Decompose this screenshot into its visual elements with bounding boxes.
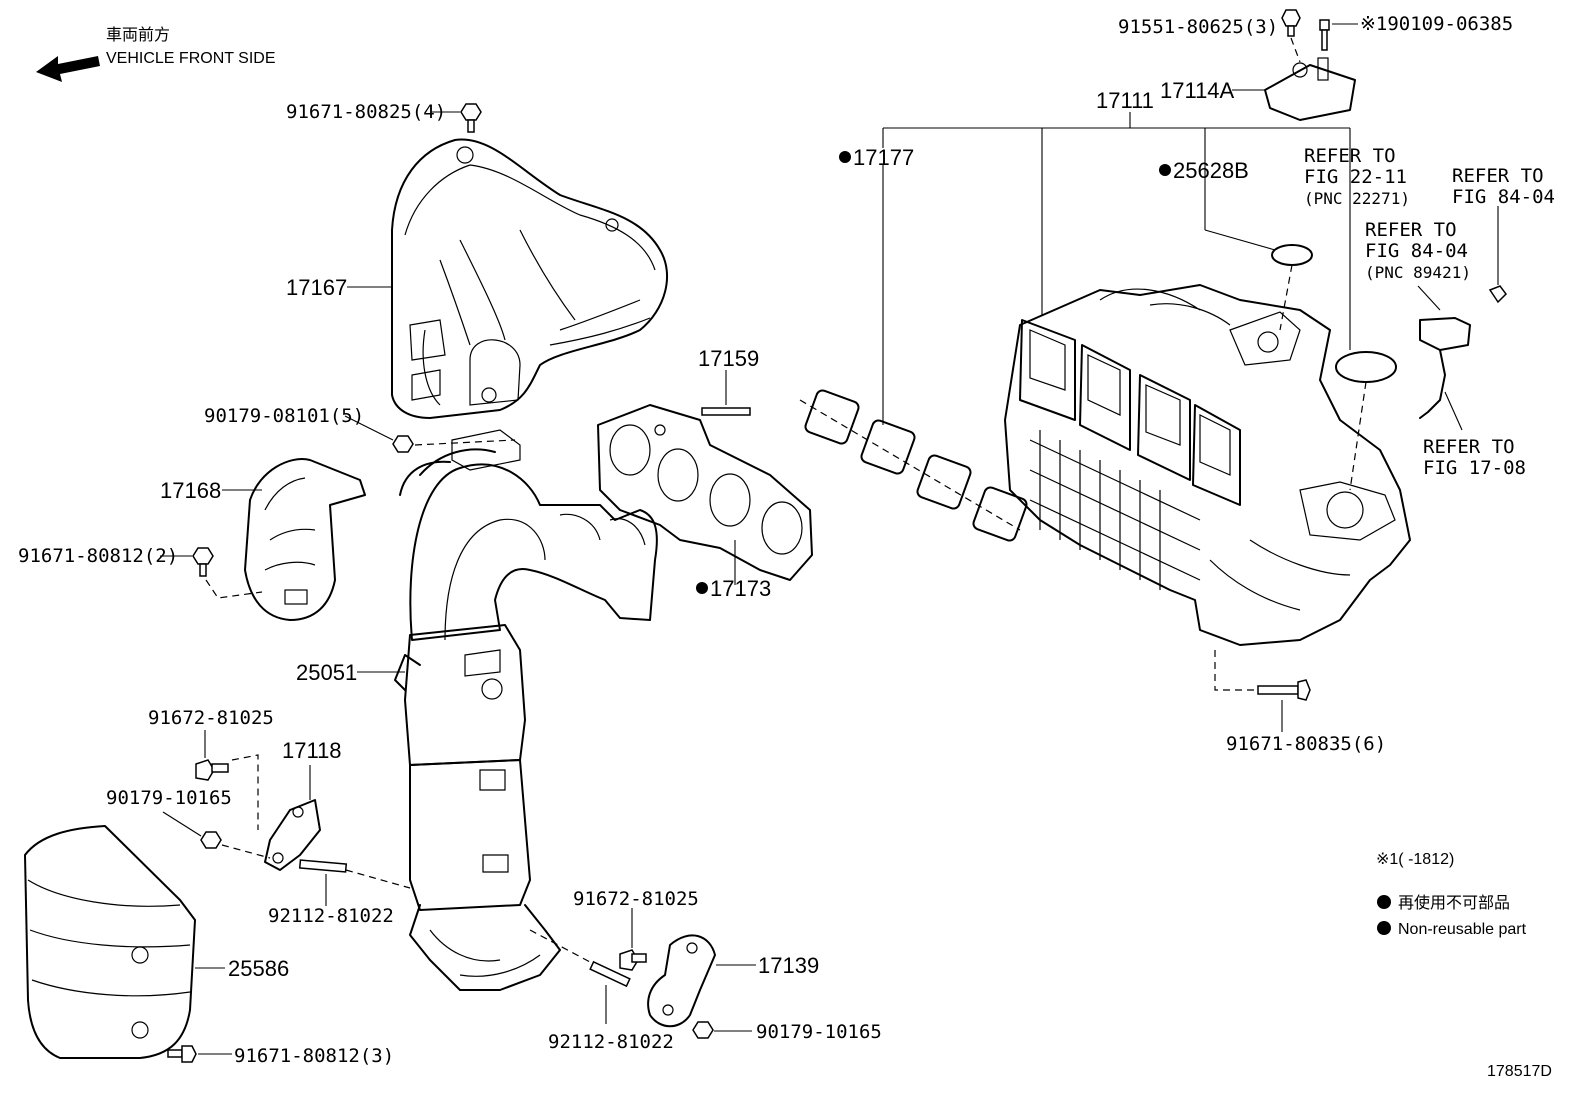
- bolt-91671-80812-upper: [192, 547, 214, 577]
- legend-dot-icon: [1377, 895, 1391, 909]
- callout-17139: 17139: [758, 953, 819, 978]
- stud-92112-81022-left: [298, 859, 348, 873]
- bolt-91671-80835: [1257, 679, 1311, 701]
- bracket-17139: [647, 934, 716, 1028]
- callout-25628b: 25628B: [1173, 158, 1249, 183]
- vacuum-sensor: [1419, 285, 1507, 419]
- legend-note: ※1( -1812): [1376, 851, 1454, 868]
- svg-text:(PNC 22271): (PNC 22271): [1304, 189, 1410, 208]
- exhaust-manifold-gasket: [597, 404, 813, 581]
- svg-text:REFER TO: REFER TO: [1452, 165, 1544, 187]
- callout-92112-81022-right: 92112-81022: [548, 1031, 674, 1053]
- callout-25051: 25051: [296, 660, 357, 685]
- callout-91671-80825: 91671-80825(4): [286, 101, 446, 123]
- legend: ※1( -1812) 再使用不可部品 Non-reusable part: [1376, 851, 1527, 938]
- svg-text:FIG 84-04: FIG 84-04: [1365, 240, 1468, 262]
- nut-90179-10165-right: [692, 1021, 714, 1039]
- callout-91671-80835: 91671-80835(6): [1226, 733, 1386, 755]
- callout-17111: 17111: [1096, 88, 1154, 113]
- callout-90179-08101: 90179-08101(5): [204, 405, 364, 427]
- cover-17114a: [1264, 57, 1356, 121]
- legend-nonreusable-en: Non-reusable part: [1398, 921, 1527, 938]
- svg-text:REFER TO: REFER TO: [1365, 219, 1457, 241]
- bolt-91551-80625: [1281, 9, 1301, 37]
- callout-91671-80812-2: 91671-80812(2): [18, 545, 178, 567]
- heat-insulator-25586: [24, 825, 196, 1059]
- svg-text:REFER TO: REFER TO: [1304, 145, 1396, 167]
- intake-manifold: [1004, 284, 1411, 646]
- callout-17118: 17118: [282, 738, 342, 763]
- refer-fig-84-04-b: REFER TO FIG 84-04 (PNC 89421): [1365, 219, 1471, 282]
- heat-insulator-lower: [244, 458, 366, 621]
- callout-17167: 17167: [286, 275, 347, 300]
- callout-17177: 17177: [853, 145, 914, 170]
- callout-25586: 25586: [228, 956, 289, 981]
- callout-91672-81025-right: 91672-81025: [573, 888, 699, 910]
- intake-manifold-gaskets: [799, 389, 1028, 542]
- stud-92112-81022-right: [589, 960, 631, 988]
- refer-fig-84-04-a: REFER TO FIG 84-04: [1452, 165, 1555, 208]
- svg-text:REFER TO: REFER TO: [1423, 436, 1515, 458]
- callout-90179-10165-right: 90179-10165: [756, 1021, 882, 1043]
- bolt-91671-80825: [460, 103, 482, 133]
- refer-fig-17-08: REFER TO FIG 17-08: [1423, 436, 1526, 479]
- callout-91671-80812-3: 91671-80812(3): [234, 1045, 394, 1067]
- callout-17168: 17168: [160, 478, 221, 503]
- callout-17159: 17159: [698, 346, 759, 371]
- callout-90179-10165-left: 90179-10165: [106, 787, 232, 809]
- nonreusable-dot: [696, 582, 708, 594]
- bolt-91671-80812-lower: [167, 1045, 197, 1063]
- svg-text:FIG 22-11: FIG 22-11: [1304, 166, 1407, 188]
- figure-id: 178517D: [1487, 1063, 1552, 1080]
- callout-91672-81025-left: 91672-81025: [148, 707, 274, 729]
- bolt-91672-81025-right: [619, 949, 647, 971]
- nut-90179-10165-left: [200, 831, 222, 849]
- heat-insulator-upper: [391, 138, 669, 419]
- svg-text:FIG 17-08: FIG 17-08: [1423, 457, 1526, 479]
- callout-17173: 17173: [710, 576, 771, 601]
- direction-label-en: VEHICLE FRONT SIDE: [106, 50, 276, 67]
- exhaust-manifold-converter: [394, 429, 658, 991]
- direction-label-jp: 車両前方: [106, 26, 170, 44]
- o-ring-25628b: [1271, 244, 1313, 266]
- bolt-90109-06385: [1319, 19, 1330, 51]
- callout-17114a: 17114A: [1160, 78, 1235, 103]
- callout-92112-81022-left: 92112-81022: [268, 905, 394, 927]
- stud-17159: [701, 407, 751, 416]
- refer-fig-22-11: REFER TO FIG 22-11 (PNC 22271): [1304, 145, 1410, 208]
- legend-nonreusable-jp: 再使用不可部品: [1398, 894, 1510, 912]
- front-arrow-icon: [36, 56, 100, 82]
- vehicle-front-indicator: 車両前方 VEHICLE FRONT SIDE: [36, 26, 276, 82]
- nonreusable-dot: [1159, 164, 1171, 176]
- bracket-17118: [264, 799, 321, 871]
- nonreusable-dot: [839, 151, 851, 163]
- legend-dot-icon: [1377, 921, 1391, 935]
- svg-text:(PNC 89421): (PNC 89421): [1365, 263, 1471, 282]
- callout-91551-80625: 91551-80625(3): [1118, 16, 1278, 38]
- svg-text:FIG 84-04: FIG 84-04: [1452, 186, 1555, 208]
- throttle-gasket: [1335, 351, 1397, 383]
- bolt-91672-81025-left: [195, 759, 229, 781]
- callout-90109-06385: ※190109-06385: [1360, 13, 1513, 35]
